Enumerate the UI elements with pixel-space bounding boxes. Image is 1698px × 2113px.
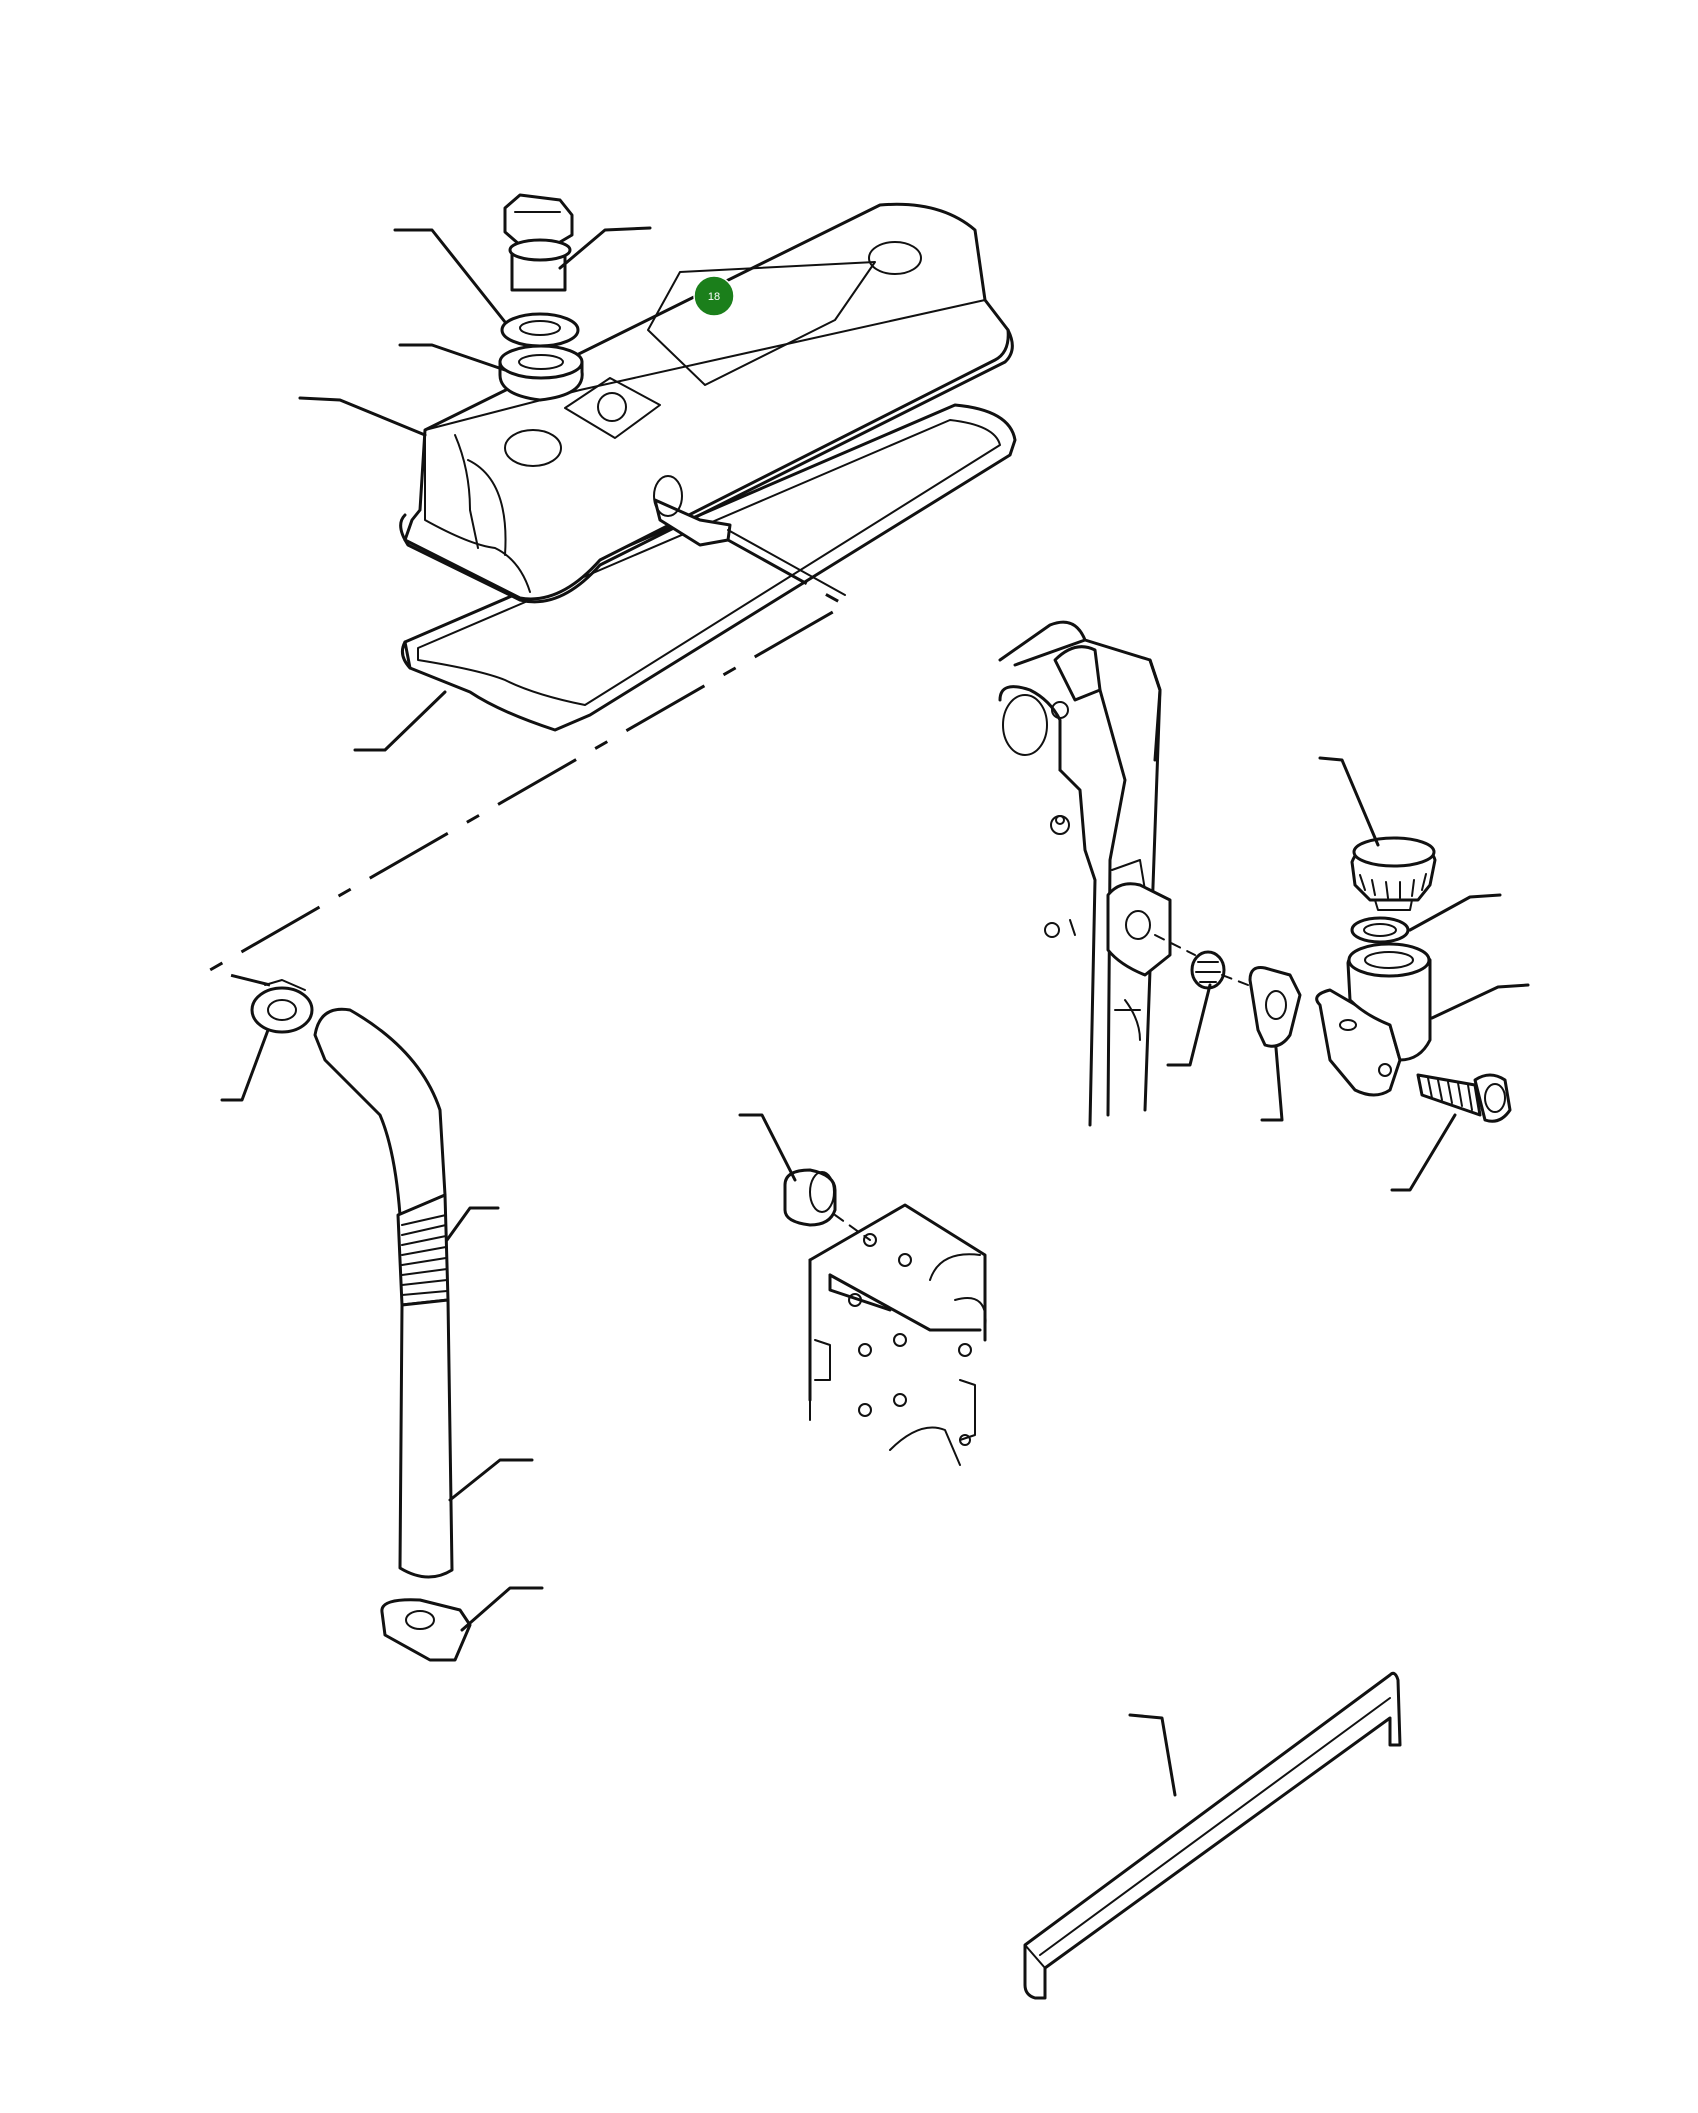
washer-upper [500,312,580,348]
hotspot-circle[interactable] [693,275,735,317]
hotspot-label[interactable]: 18 [708,291,720,303]
leader-hex-nut [1166,983,1212,1067]
leader-oil-level-bar [1128,1713,1177,1797]
leader-washer-lower [398,343,507,372]
leader-cover-bolt [558,226,652,270]
hex-nut [1190,950,1226,990]
filler-mount-pad [1106,882,1172,977]
hotspot-badge[interactable]: 18 [693,275,735,317]
cover-label-plate [647,261,876,386]
filler-cap [1350,836,1437,911]
leader-filler-gasket [1260,1046,1284,1122]
cover-bolt [503,193,574,292]
cylinder-block-section [808,1203,987,1466]
leader-hose [448,1458,534,1502]
leader-filler-elbow [1430,983,1530,1020]
assembly-dashed-lines [206,529,1249,1241]
washer-lower [498,344,584,402]
filler-gasket [1248,966,1302,1048]
leader-separate-gasket [353,690,447,752]
leader-hose-bracket [460,1586,544,1632]
valve-cover-assembly [399,202,1017,732]
leader-block-plug [738,1113,797,1182]
separate-gasket [403,640,412,670]
oil-level-bar [1023,1671,1402,2000]
hose-clamp [250,979,314,1034]
callout-leaders [220,226,1530,1797]
cap-seal-ring [1350,916,1410,944]
timing-cover [998,620,1162,1127]
filler-elbow [1315,942,1432,1097]
leader-hose-clamp [220,1028,270,1102]
leader-filler-cap [1318,756,1380,847]
leader-cap-seal [1408,893,1502,932]
hose-bracket [380,1598,472,1662]
leader-washer-upper [393,228,507,324]
cover-gasket [400,403,1017,732]
block-plug [783,1168,837,1227]
filler-bolt [1416,1073,1512,1123]
valve-cover-body [403,202,1010,601]
leader-filler-bolt [1390,1113,1457,1192]
breather-hose [313,1007,454,1579]
leader-corrugated-hose [445,1206,500,1242]
leader-valve-cover [298,396,427,437]
